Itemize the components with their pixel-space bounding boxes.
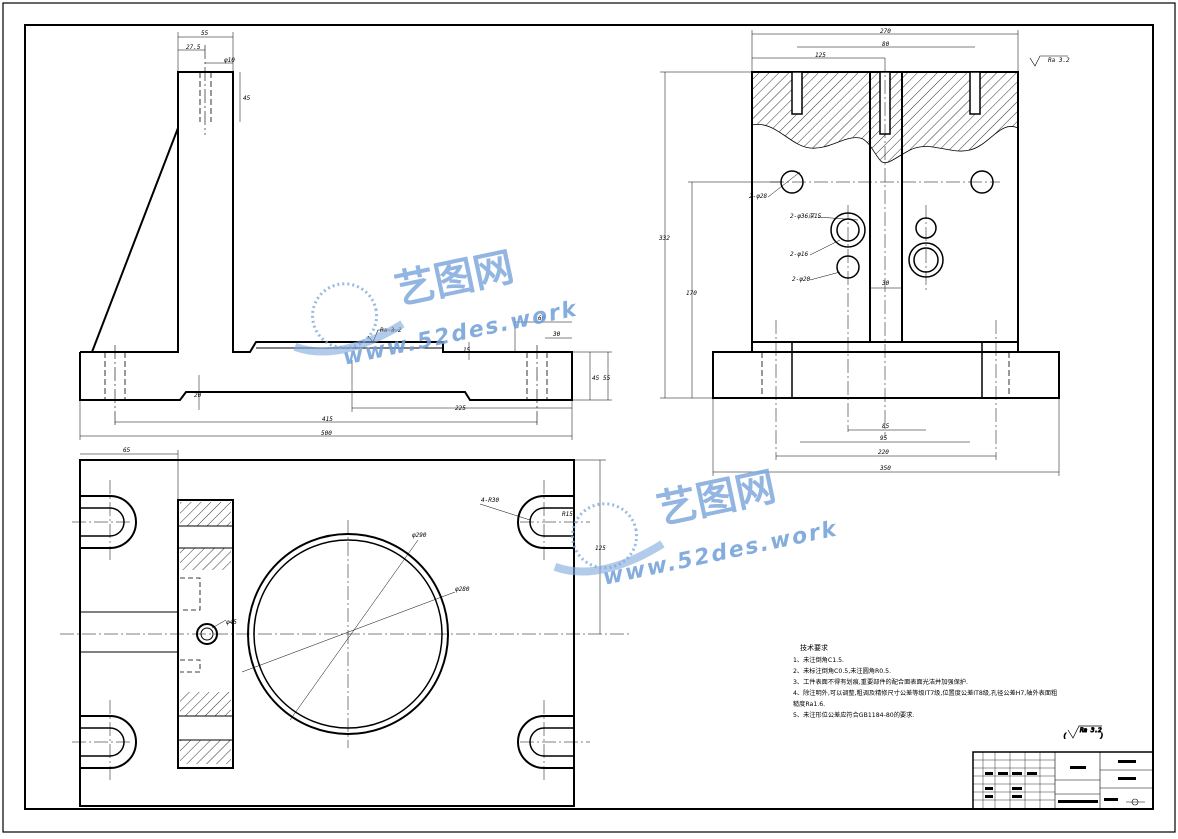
svg-text:φ45: φ45 [226, 619, 237, 626]
svg-text:φ10: φ10 [224, 57, 235, 64]
svg-text:): ) [1100, 733, 1104, 740]
svg-text:2-φ28: 2-φ28 [749, 193, 767, 200]
svg-text:糙度Ra1.6.: 糙度Ra1.6. [793, 700, 825, 708]
svg-text:45: 45 [243, 95, 251, 102]
svg-text:350: 350 [879, 465, 891, 472]
side-view-dims: 270 80 125 Ra 3.2 2-φ28 2-φ36深15 2-φ16 2… [658, 28, 1070, 472]
svg-text:55: 55 [603, 375, 611, 382]
svg-text:30: 30 [552, 331, 561, 338]
title-block [972, 751, 1154, 810]
svg-text:2-φ36深15: 2-φ36深15 [790, 213, 822, 220]
svg-text:170: 170 [686, 290, 697, 297]
side-view [660, 30, 1068, 476]
svg-text:Ra 3.2: Ra 3.2 [1048, 57, 1070, 64]
svg-text:φ290: φ290 [412, 532, 427, 539]
svg-text:2-φ20: 2-φ20 [792, 276, 810, 283]
svg-text:125: 125 [815, 52, 826, 59]
svg-text:125: 125 [595, 545, 606, 552]
svg-text:3、工件表面不得有划痕,重要部件的配合面表面光洁并加强保护.: 3、工件表面不得有划痕,重要部件的配合面表面光洁并加强保护. [793, 678, 968, 686]
svg-text:技术要求: 技术要求 [800, 643, 828, 652]
svg-text:φ280: φ280 [455, 586, 470, 593]
front-view [79, 32, 612, 440]
svg-text:(: ( [1063, 733, 1067, 740]
svg-text:20: 20 [194, 392, 202, 399]
svg-text:65: 65 [123, 447, 131, 454]
svg-text:45: 45 [592, 375, 600, 382]
svg-text:15: 15 [463, 347, 471, 354]
svg-text:艺图网: 艺图网 [391, 244, 518, 314]
svg-text:30: 30 [881, 280, 890, 287]
svg-text:60: 60 [538, 315, 546, 322]
svg-text:500: 500 [321, 430, 332, 437]
svg-text:220: 220 [878, 449, 889, 456]
svg-text:Ra 3.2: Ra 3.2 [1080, 727, 1102, 734]
svg-text:2-φ16: 2-φ16 [790, 251, 808, 258]
watermark-bottom: 艺图网 www.52des.work [553, 464, 840, 591]
watermark-top: 艺图网 www.52des.work [293, 244, 580, 371]
plan-view [60, 450, 632, 807]
svg-text:95: 95 [880, 435, 888, 442]
svg-text:2、未标注倒角C0.5,未注圆角R0.5.: 2、未标注倒角C0.5,未注圆角R0.5. [793, 667, 891, 675]
svg-text:1、未注倒角C1.5.: 1、未注倒角C1.5. [793, 656, 844, 664]
svg-text:4-R30: 4-R30 [481, 497, 499, 504]
svg-text:55: 55 [201, 30, 209, 37]
svg-text:27.5: 27.5 [186, 44, 201, 51]
svg-text:415: 415 [322, 416, 333, 423]
svg-text:5、未注形位公差应符合GB1184-80的要求.: 5、未注形位公差应符合GB1184-80的要求. [793, 711, 914, 719]
svg-text:4、除注明外,可以调整,粗调及精修尺寸公差等级IT7级,位置: 4、除注明外,可以调整,粗调及精修尺寸公差等级IT7级,位置度公差IT8级,孔径… [793, 689, 1057, 697]
svg-text:艺图网: 艺图网 [653, 464, 780, 534]
inner-border [24, 24, 1154, 810]
svg-text:85: 85 [882, 423, 890, 430]
svg-text:270: 270 [880, 28, 891, 35]
tech-requirements: 技术要求 1、未注倒角C1.5. 2、未标注倒角C0.5,未注圆角R0.5. 3… [793, 643, 1057, 719]
svg-text:332: 332 [658, 235, 670, 242]
svg-text:R15: R15 [562, 511, 573, 518]
svg-text:225: 225 [455, 405, 466, 412]
surface-roughness-symbol: ( Ra 3.2 ) [1063, 725, 1104, 741]
svg-text:80: 80 [882, 41, 890, 48]
plan-view-dims: 65 4-R30 R15 125 φ290 φ280 φ45 [123, 447, 606, 626]
